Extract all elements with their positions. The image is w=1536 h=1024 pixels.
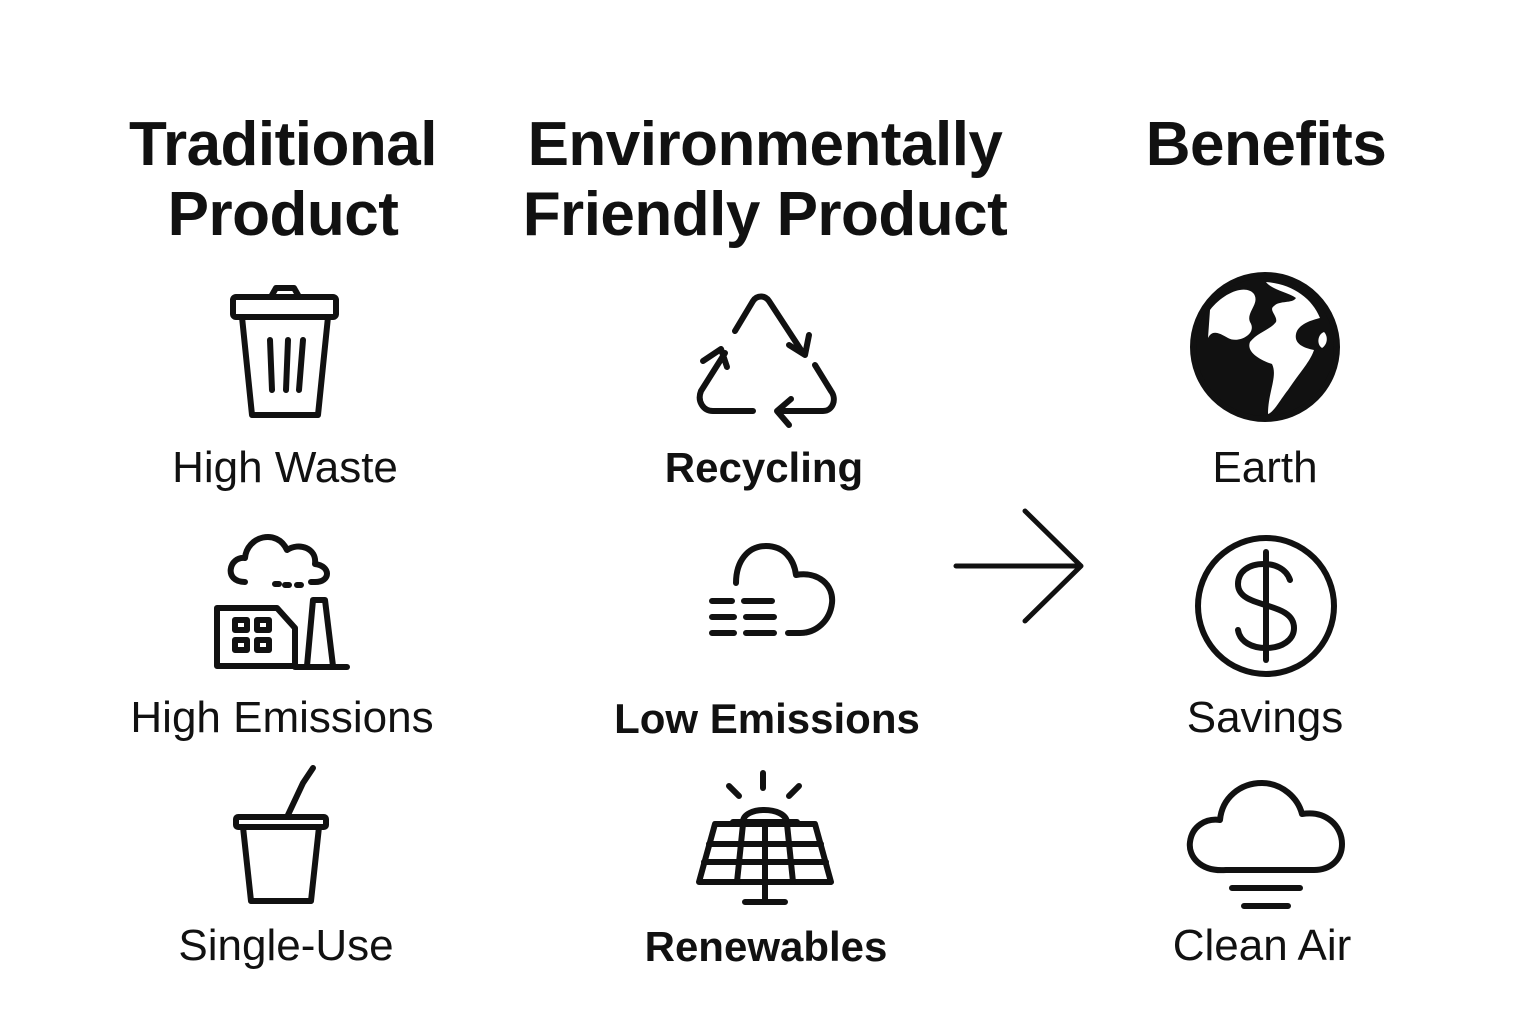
label-savings: Savings <box>1186 693 1344 742</box>
label-earth: Earth <box>1212 443 1318 492</box>
label-high-waste: High Waste <box>172 443 398 492</box>
solar-panel-icon <box>696 770 834 905</box>
heading-eco-friendly: Environmentally Friendly Product <box>455 110 1075 250</box>
heading-benefits: Benefits <box>986 110 1536 180</box>
heading-line: Traditional <box>129 110 437 179</box>
label-clean-air: Clean Air <box>1172 921 1352 970</box>
wind-cloud-icon <box>709 543 836 636</box>
heading-line: Benefits <box>1145 110 1387 179</box>
label-high-emissions: High Emissions <box>130 693 434 742</box>
factory-smoke-icon <box>214 534 350 670</box>
recycle-icon <box>696 293 837 428</box>
trash-can-icon <box>230 285 339 418</box>
heading-line: Environmentally <box>527 110 1003 179</box>
globe-icon <box>1190 272 1340 422</box>
label-renewables: Renewables <box>644 923 888 970</box>
label-single-use: Single-Use <box>178 921 394 970</box>
heading-line: Product <box>167 180 399 249</box>
label-low-emissions: Low Emissions <box>614 695 920 742</box>
disposable-cup-icon <box>233 765 329 904</box>
heading-line: Friendly Product <box>522 180 1008 249</box>
label-recycling: Recycling <box>664 444 864 491</box>
heading-traditional: Traditional Product <box>3 110 563 250</box>
cloud-air-icon <box>1186 780 1345 909</box>
arrow-right-icon <box>953 508 1084 624</box>
dollar-coin-icon <box>1195 535 1337 677</box>
